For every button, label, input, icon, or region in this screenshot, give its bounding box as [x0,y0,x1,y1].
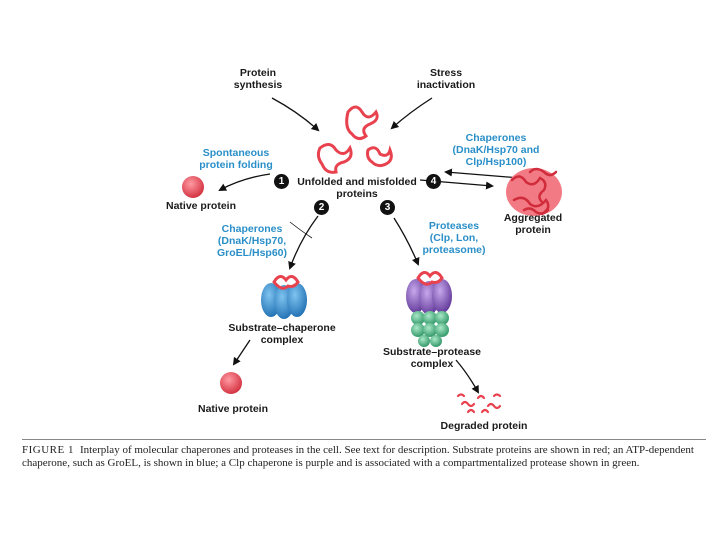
label-chaperones-dnak-hsp100: Chaperones (DnaK/Hsp70 and Clp/Hsp100) [444,132,548,168]
label-substrate-chaperone: Substrate–chaperone complex [222,322,342,346]
arrow-native-bottom [232,339,251,366]
arrow-spontaneous [218,173,271,191]
protease-complex [406,271,452,347]
label-line: Spontaneous [202,147,270,159]
label-chaperones-dnak-groel: Chaperones (DnaK/Hsp70, GroEL/Hsp60) [206,223,298,259]
native-protein-top [182,176,204,198]
label-degraded-protein: Degraded protein [434,420,534,432]
step-2: 2 [314,200,329,215]
label-line: (DnaK/Hsp70 and [452,144,540,156]
label-line: complex [410,358,454,370]
label-line: (Clp, Lon, [429,232,479,244]
unfolded-proteins [316,105,393,174]
label-stress-inactivation: Stress inactivation [408,67,484,91]
label-line: proteins [336,188,378,200]
label-spontaneous-folding: Spontaneous protein folding [188,147,284,171]
degraded-fragments [456,393,502,414]
label-line: GroEL/Hsp60) [216,247,287,259]
label-line: Unfolded and misfolded [297,176,417,188]
arrow-chaperone-2 [288,215,319,270]
label-line: Chaperones [465,132,527,144]
arrow-degraded [455,359,479,394]
label-line: Native protein [197,403,268,415]
label-native-protein-top: Native protein [156,200,246,212]
step-4: 4 [426,174,441,189]
label-line: synthesis [233,79,283,91]
native-protein-bottom [220,372,242,394]
label-line: Native protein [165,200,236,212]
step-3: 3 [380,200,395,215]
label-line: proteasome) [422,244,486,256]
label-line: Substrate–protease [382,346,482,358]
figure-number: FIGURE 1 [22,444,74,456]
label-protein-synthesis: Protein synthesis [228,67,288,91]
arrow-protease-3 [393,217,420,266]
aggregated-protein [506,167,562,216]
arrow-from-aggregate [444,168,521,179]
caption-text: Interplay of molecular chaperones and pr… [22,444,694,469]
arrow-synthesis [271,97,320,132]
label-proteases: Proteases (Clp, Lon, proteasome) [412,220,496,256]
label-aggregated-protein: Aggregated protein [498,212,568,236]
label-line: inactivation [416,79,476,91]
label-line: Substrate–chaperone [228,322,336,334]
label-line: Aggregated [503,212,563,224]
label-line: complex [260,334,304,346]
label-unfolded-misfolded: Unfolded and misfolded proteins [292,176,422,200]
chaperone-complex [261,275,307,319]
arrow-chaperone-label [289,221,313,239]
label-line: Degraded protein [440,420,528,432]
label-line: Protein [239,67,277,79]
label-substrate-protease: Substrate–protease complex [372,346,492,370]
arrow-stress [390,97,433,130]
label-line: protein [515,224,551,236]
caption-rule [22,439,706,440]
label-line: Stress [429,67,463,79]
label-line: Chaperones [221,223,283,235]
label-line: Clp/Hsp100) [465,156,527,168]
label-line: protein folding [199,159,273,171]
step-1: 1 [274,174,289,189]
label-line: (DnaK/Hsp70, [217,235,287,247]
label-line: Proteases [428,220,480,232]
label-native-protein-bottom: Native protein [188,403,278,415]
